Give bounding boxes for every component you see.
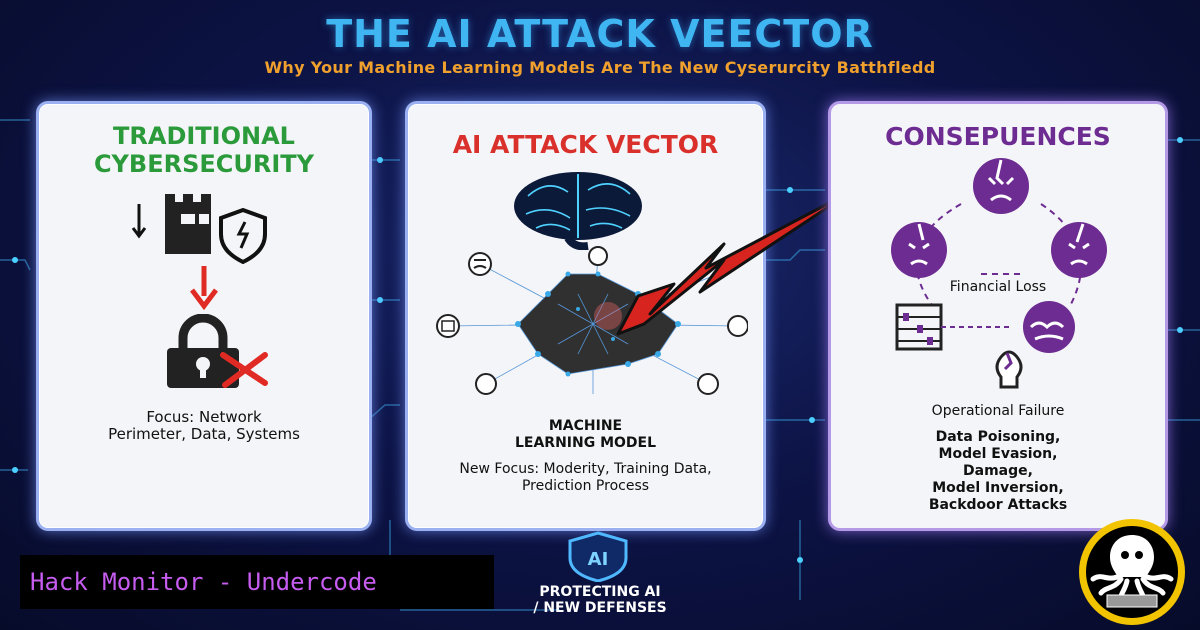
ai-shield-icon: AI: [568, 531, 628, 582]
abacus-icon: [895, 301, 1075, 389]
ai-focus-line2: Prediction Process: [521, 478, 650, 494]
protect-line2: / NEW DEFENSES: [533, 600, 667, 616]
broken-face-icon: [891, 158, 1107, 305]
protect-line1: PROTECTING AI: [539, 584, 661, 600]
consequences-panel: CONSEPUENCES Financial Loss Operational …: [828, 101, 1168, 531]
ml-model-line2: LEARNING MODEL: [514, 435, 657, 451]
traditional-focus-line2: Perimeter, Data, Systems: [108, 425, 300, 443]
padlock-icon: [167, 314, 239, 388]
consequences-title: CONSEPUENCES: [885, 122, 1111, 151]
shield-label: AI: [588, 549, 609, 570]
traditional-focus-line1: Focus: Network: [146, 408, 262, 426]
page-subtitle: Why Your Machine Learning Models Are The…: [264, 58, 936, 77]
attack-item: Model Evasion,: [938, 446, 1058, 462]
brain-icon: [514, 172, 642, 250]
ai-attack-title: AI ATTACK VECTOR: [452, 130, 719, 159]
cross-icon: [220, 352, 268, 388]
arrow-down-icon: [190, 266, 218, 310]
financial-loss-label: Financial Loss: [949, 279, 1047, 295]
castle-icon: [131, 194, 267, 264]
brand-banner: Hack Monitor - Undercode: [20, 555, 494, 609]
page-title: THE AI ATTACK VEECTOR: [326, 12, 874, 56]
octopus-logo-icon: [1079, 519, 1185, 625]
protecting-ai-label: PROTECTING AI / NEW DEFENSES: [490, 584, 710, 616]
attack-item: Data Poisoning,: [935, 429, 1061, 445]
attack-item: Damage,: [963, 463, 1033, 479]
attack-item: Model Inversion,: [932, 480, 1064, 496]
ai-focus-line1: New Focus: Moderity, Training Data,: [459, 461, 712, 477]
operational-failure-label: Operational Failure: [931, 403, 1065, 419]
ml-model-line1: MACHINE: [548, 418, 623, 434]
attack-item: Backdoor Attacks: [928, 497, 1068, 513]
attack-arrow-icon: [616, 188, 856, 336]
brand-label: Hack Monitor - Undercode: [30, 568, 377, 596]
attack-list: Data Poisoning, Model Evasion, Damage, M…: [831, 429, 1165, 514]
ai-attack-panel: AI ATTACK VECTOR: [405, 101, 856, 531]
